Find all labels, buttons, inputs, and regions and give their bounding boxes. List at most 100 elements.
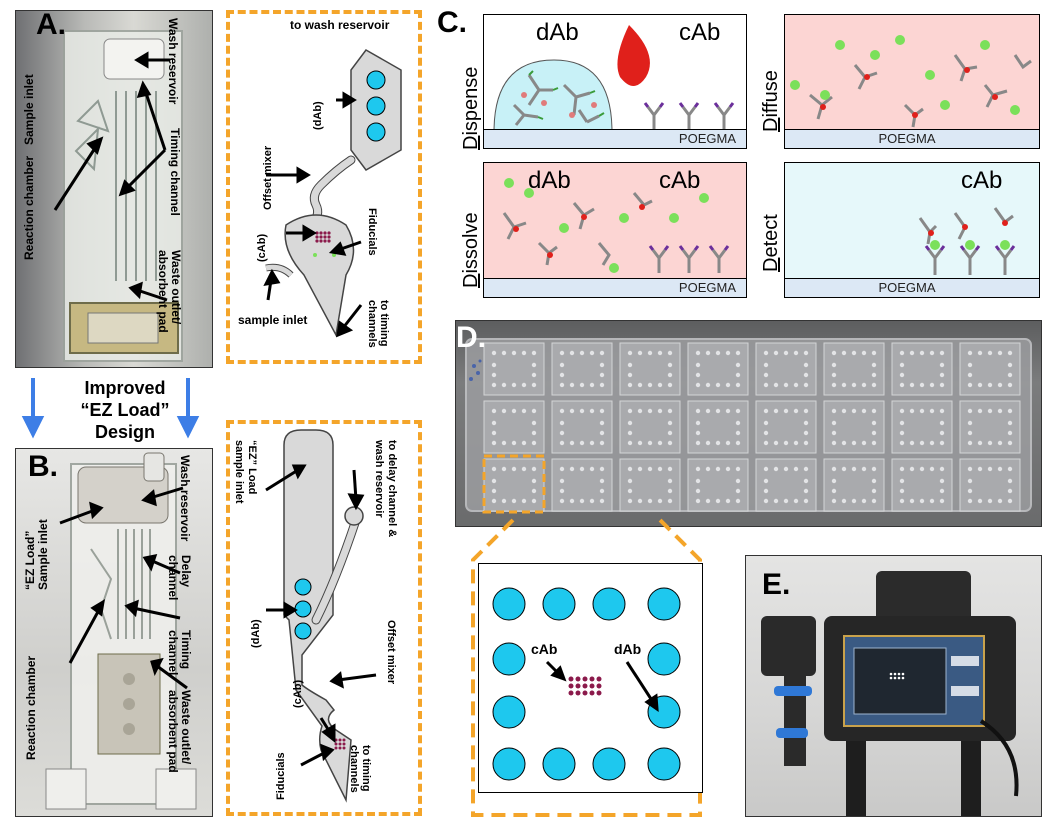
array-tile	[891, 458, 953, 512]
array-spot	[735, 350, 741, 356]
array-spot	[667, 420, 673, 426]
array-spot	[667, 350, 673, 356]
array-spot	[725, 440, 731, 446]
array-spot	[695, 466, 701, 472]
array-tile	[483, 458, 545, 512]
panel-d-zoom-spots	[492, 587, 681, 781]
array-spot	[919, 498, 925, 504]
array-spot	[531, 408, 537, 414]
array-spot	[521, 408, 527, 414]
array-spot	[763, 408, 769, 414]
array-spot	[589, 350, 595, 356]
dispense-cab-label: cAb	[679, 19, 721, 46]
array-spot	[501, 408, 507, 414]
array-spot	[695, 382, 701, 388]
array-spot	[803, 478, 809, 484]
array-spot	[763, 440, 769, 446]
step-dispense-first: D	[460, 135, 482, 150]
array-spot	[803, 350, 809, 356]
array-spot	[851, 498, 857, 504]
array-spot	[773, 350, 779, 356]
array-spot	[967, 372, 973, 378]
diag-a-cab: (cAb)	[256, 233, 268, 262]
array-spot	[967, 488, 973, 494]
array-spot	[559, 362, 565, 368]
device-photo-b	[45, 452, 197, 810]
array-spot	[803, 440, 809, 446]
array-spot	[967, 430, 973, 436]
array-spot	[501, 440, 507, 446]
array-spot	[977, 382, 983, 388]
array-spot	[871, 466, 877, 472]
array-spot	[861, 498, 867, 504]
array-spot	[841, 408, 847, 414]
array-spot	[491, 382, 497, 388]
reader-device	[761, 571, 1019, 816]
array-spot	[569, 408, 575, 414]
array-spot	[899, 466, 905, 472]
array-spot	[667, 478, 673, 484]
array-spot	[803, 466, 809, 472]
array-spot	[773, 466, 779, 472]
array-spot	[531, 420, 537, 426]
array-spot	[589, 408, 595, 414]
diag-a-fiducials: Fiducials	[366, 208, 378, 256]
array-spot	[501, 382, 507, 388]
array-spot	[773, 440, 779, 446]
array-spot	[987, 498, 993, 504]
array-spot	[939, 478, 945, 484]
array-spot	[491, 420, 497, 426]
array-spot	[647, 382, 653, 388]
array-spot	[763, 466, 769, 472]
diag-b-fiducials: Fiducials	[275, 752, 287, 800]
array-spot	[627, 430, 633, 436]
array-spot	[831, 408, 837, 414]
array-spot	[939, 362, 945, 368]
array-spot	[725, 498, 731, 504]
array-tile	[483, 342, 545, 396]
array-spot	[695, 478, 701, 484]
array-spot	[589, 382, 595, 388]
array-spot	[511, 440, 517, 446]
array-spot	[735, 430, 741, 436]
array-spot	[909, 498, 915, 504]
array-spot	[793, 498, 799, 504]
array-spot	[909, 350, 915, 356]
array-spot	[997, 466, 1003, 472]
array-spot	[929, 382, 935, 388]
array-spot	[831, 478, 837, 484]
array-spot	[939, 440, 945, 446]
array-spot	[667, 408, 673, 414]
array-spot	[803, 488, 809, 494]
array-spot	[871, 440, 877, 446]
step-diffuse-label: Diffuse	[760, 70, 783, 132]
array-spot	[491, 478, 497, 484]
array-spot	[599, 478, 605, 484]
dissolve-dab-label: dAb	[528, 167, 571, 194]
array-tile	[687, 400, 749, 454]
array-spot	[667, 498, 673, 504]
array-spot	[939, 350, 945, 356]
array-spot	[531, 488, 537, 494]
array-spot	[899, 350, 905, 356]
array-spot	[657, 382, 663, 388]
panel-b-arrows	[59, 486, 188, 690]
array-spot	[987, 382, 993, 388]
array-spot	[627, 440, 633, 446]
array-spot	[773, 408, 779, 414]
array-tile	[551, 400, 613, 454]
diag-b-to-delay-channel: to delay channel & wash reservoir	[373, 440, 398, 538]
array-spot	[831, 362, 837, 368]
array-spot	[579, 408, 585, 414]
array-spot	[725, 466, 731, 472]
array-spot	[627, 466, 633, 472]
array-spot	[579, 350, 585, 356]
array-spot	[667, 440, 673, 446]
array-tile	[619, 458, 681, 512]
array-spot	[657, 408, 663, 414]
array-spot	[851, 350, 857, 356]
step-dissolve-panel: dAb cAb POEGMA	[483, 162, 747, 298]
array-spot	[803, 420, 809, 426]
array-spot	[1007, 430, 1013, 436]
array-spot	[599, 440, 605, 446]
